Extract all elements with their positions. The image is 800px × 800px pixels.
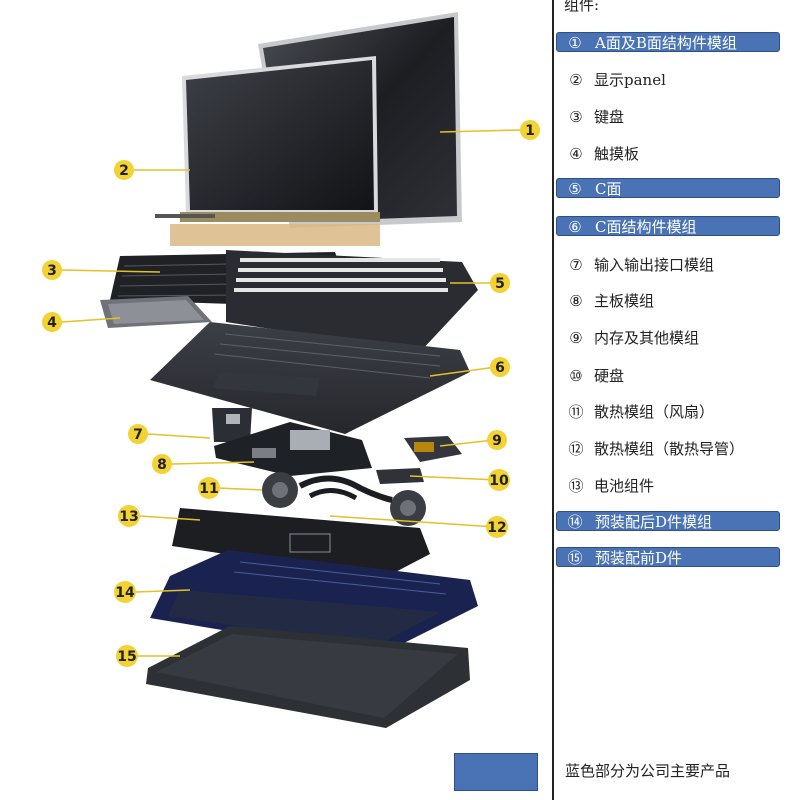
callout-1: 1 — [520, 120, 540, 140]
legend-item-13: ⑬ 电池组件 — [554, 474, 780, 498]
legend-key-text: 蓝色部分为公司主要产品 — [565, 762, 731, 780]
legend-item-1: ① A面及B面结构件模组 — [556, 32, 780, 52]
legend-item-label: 主板模组 — [594, 292, 655, 310]
svg-text:6: 6 — [495, 360, 505, 376]
svg-text:15: 15 — [117, 649, 136, 665]
callout-12: 12 — [486, 516, 508, 538]
callout-10: 10 — [488, 469, 510, 491]
legend-item-number: ⑩ — [569, 367, 583, 385]
legend-item-15: ⑮ 预装配前D件 — [556, 547, 780, 567]
legend-item-label: C面 — [595, 180, 622, 198]
legend-item-label: 预装配前D件 — [595, 549, 683, 567]
legend-title: 组件: — [564, 0, 600, 14]
legend-item-2: ② 显示panel — [554, 68, 780, 92]
legend-item-number: ② — [569, 71, 583, 89]
legend-item-7: ⑦ 输入输出接口模组 — [554, 253, 780, 277]
legend-item-number: ④ — [569, 145, 583, 163]
legend-item-number: ⑧ — [569, 292, 583, 310]
legend-item-5: ⑤ C面 — [556, 178, 780, 198]
callout-11: 11 — [198, 477, 220, 499]
touchpad-component — [100, 296, 212, 328]
callout-15: 15 — [116, 645, 138, 667]
d-cover-component — [146, 626, 470, 728]
svg-text:5: 5 — [495, 276, 505, 292]
legend-item-number: ⑪ — [568, 403, 584, 421]
svg-text:10: 10 — [489, 473, 509, 489]
callout-9: 9 — [487, 430, 507, 450]
svg-text:7: 7 — [133, 427, 143, 443]
legend-item-4: ④ 触摸板 — [554, 142, 780, 166]
c-shell-module-component — [150, 322, 470, 434]
svg-text:1: 1 — [525, 123, 535, 139]
svg-text:8: 8 — [157, 457, 167, 473]
c-cover-component — [226, 250, 478, 352]
svg-text:3: 3 — [47, 263, 57, 279]
legend-item-number: ③ — [569, 108, 583, 126]
legend-item-number: ⑫ — [568, 440, 584, 458]
legend-item-number: ⑬ — [568, 477, 584, 495]
legend-key-swatch — [454, 753, 538, 791]
callout-8: 8 — [152, 454, 172, 474]
legend-item-label: 内存及其他模组 — [594, 329, 700, 347]
legend-item-label: 键盘 — [594, 108, 625, 126]
legend-item-label: A面及B面结构件模组 — [595, 34, 737, 52]
legend-item-label: C面结构件模组 — [595, 218, 697, 236]
legend-item-number: ⑭ — [567, 513, 583, 531]
callout-14: 14 — [114, 581, 136, 603]
legend-item-8: ⑧ 主板模组 — [554, 289, 780, 313]
callout-5: 5 — [490, 273, 510, 293]
callout-3: 3 — [42, 260, 62, 280]
callout-7: 7 — [128, 424, 148, 444]
legend-item-number: ⑤ — [568, 180, 582, 198]
io-board-component — [212, 408, 252, 442]
heat-pipe-component — [298, 475, 393, 503]
legend-item-number: ⑥ — [568, 218, 582, 236]
legend-item-number: ⑦ — [569, 256, 583, 274]
fan-component — [262, 472, 426, 526]
legend-item-label: 输入输出接口模组 — [594, 256, 715, 274]
callout-4: 4 — [42, 312, 62, 332]
svg-text:11: 11 — [199, 481, 218, 497]
legend-item-label: 散热模组（风扇） — [594, 403, 715, 421]
legend-item-label: 散热模组（散热导管） — [594, 440, 745, 458]
legend-item-3: ③ 键盘 — [554, 105, 780, 129]
battery-component — [172, 508, 430, 578]
legend-item-number: ⑮ — [567, 549, 583, 567]
legend-item-12: ⑫ 散热模组（散热导管） — [554, 437, 780, 461]
svg-text:9: 9 — [492, 433, 502, 449]
panel-divider — [552, 0, 554, 800]
legend-item-6: ⑥ C面结构件模组 — [556, 216, 780, 236]
svg-text:2: 2 — [119, 163, 129, 179]
svg-text:12: 12 — [487, 520, 506, 536]
legend-item-label: 触摸板 — [594, 145, 640, 163]
callout-6: 6 — [490, 357, 510, 377]
svg-text:4: 4 — [47, 315, 57, 331]
callout-2: 2 — [114, 160, 134, 180]
svg-text:13: 13 — [119, 509, 138, 525]
legend-item-label: 预装配后D件模组 — [595, 513, 713, 531]
legend-item-label: 显示panel — [594, 71, 666, 89]
legend-item-11: ⑪ 散热模组（风扇） — [554, 400, 780, 424]
legend-item-number: ① — [568, 34, 582, 52]
legend-item-number: ⑨ — [569, 329, 583, 347]
display-panel-component — [155, 56, 380, 246]
memory-module-component — [404, 436, 462, 462]
legend-item-10: ⑩ 硬盘 — [554, 364, 780, 388]
legend-item-14: ⑭ 预装配后D件模组 — [556, 511, 780, 531]
storage-component — [376, 468, 424, 484]
legend-item-label: 硬盘 — [594, 367, 625, 385]
svg-text:14: 14 — [115, 585, 135, 601]
legend-item-9: ⑨ 内存及其他模组 — [554, 326, 780, 350]
exploded-laptop-diagram: 1 2 3 4 5 6 7 8 9 10 11 12 13 14 15 — [42, 12, 540, 728]
legend-item-label: 电池组件 — [594, 477, 655, 495]
callout-13: 13 — [118, 505, 140, 527]
